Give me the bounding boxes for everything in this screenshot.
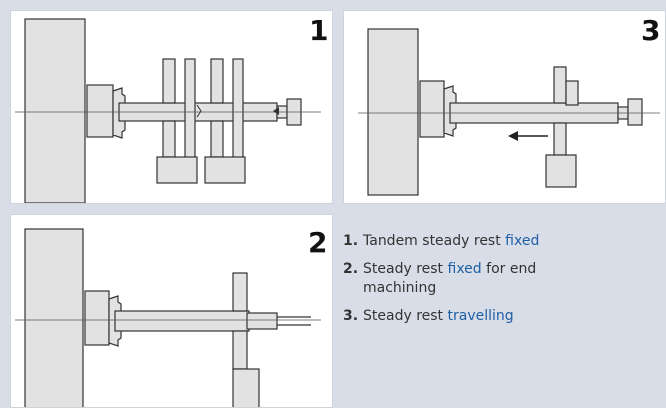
steady-rest-base: [156, 156, 198, 184]
machine-headstock: [24, 228, 84, 407]
steady-rest-arm-lower: [162, 120, 176, 158]
travel-arrow-head: [508, 131, 518, 141]
legend-text-part: Steady rest: [363, 308, 448, 324]
steady-rest-base: [545, 154, 577, 188]
legend-highlight: travelling: [447, 308, 514, 324]
steady-rest-frame: [232, 58, 244, 160]
legend-item: 3. Steady rest travelling: [343, 307, 643, 326]
legend-number: 3.: [343, 308, 359, 324]
legend-number: 1.: [343, 233, 359, 249]
end-machining-steady-rest-drawing: [15, 228, 321, 407]
diagram-panel-1: 1: [10, 10, 333, 204]
steady-rest-base: [232, 368, 260, 407]
legend-item: 2. Steady rest fixed for end machining: [343, 260, 643, 298]
legend-text-part: Tandem steady rest: [363, 233, 506, 249]
legend-list: 1. Tandem steady rest fixed 2. Steady re…: [343, 232, 643, 335]
steady-rest-arm-lower: [210, 120, 224, 158]
end-machining-tool: [246, 312, 278, 330]
workpiece-shaft: [114, 310, 250, 332]
legend-highlight: fixed: [447, 261, 482, 277]
steady-rest-arm-upper: [162, 58, 176, 104]
travelling-steady-rest-drawing: [358, 28, 660, 196]
diagram-panel-3: 3: [343, 10, 666, 204]
steady-rest-arm-lower: [232, 330, 248, 370]
legend-text-part: Steady rest: [363, 261, 448, 277]
legend-text: Steady rest fixed for end machining: [363, 260, 593, 298]
legend-text-part: for end machining: [363, 261, 537, 296]
steady-rest-arm-lower: [553, 122, 567, 156]
steady-rest-arm-upper: [553, 66, 567, 104]
chuck-flange: [419, 80, 445, 138]
machine-headstock: [24, 18, 86, 203]
steady-rest-base: [204, 156, 246, 184]
steady-rest-frame: [565, 80, 579, 106]
legend-text: Steady rest travelling: [363, 307, 514, 326]
panel-number: 1: [309, 14, 329, 47]
legend-text: Tandem steady rest fixed: [363, 232, 539, 251]
tandem-steady-rest-drawing: [15, 18, 321, 203]
tailstock-center: [627, 98, 643, 126]
steady-rest-arm-upper: [210, 58, 224, 104]
chuck-flange: [84, 290, 110, 346]
panel-number: 2: [308, 226, 328, 259]
legend-highlight: fixed: [505, 233, 540, 249]
chuck-flange: [86, 84, 114, 138]
panel-number: 3: [641, 14, 661, 47]
machine-headstock: [367, 28, 419, 196]
steady-rest-frame: [184, 58, 196, 160]
legend-number: 2.: [343, 261, 359, 277]
steady-rest-arm-upper: [232, 272, 248, 312]
diagram-panel-2: 2: [10, 214, 333, 408]
legend-item: 1. Tandem steady rest fixed: [343, 232, 643, 251]
